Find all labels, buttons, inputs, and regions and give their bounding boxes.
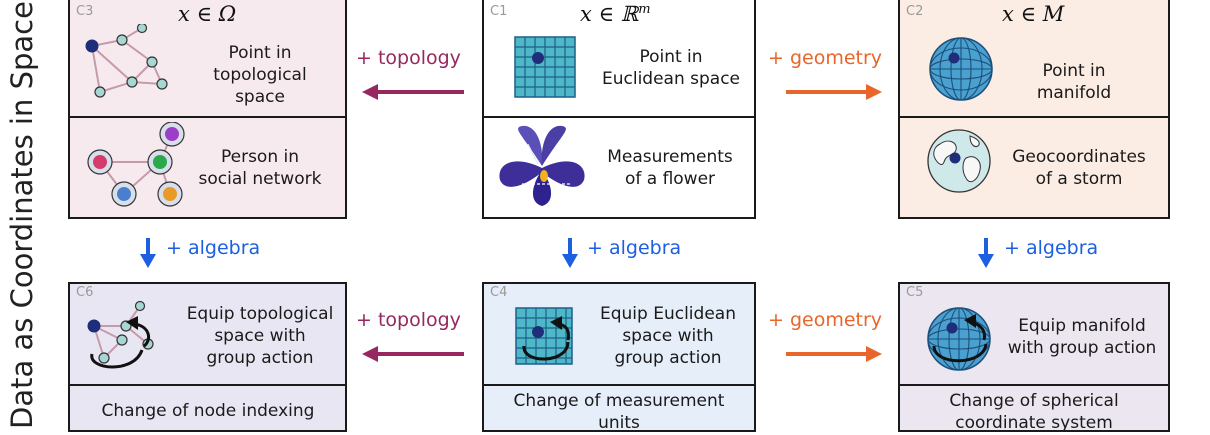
panel-c3: C3 x ∈ Ω Point in topological space Pers… bbox=[68, 0, 347, 219]
panel-c1: C1 x ∈ ℝm Point in Euclidean space Measu… bbox=[482, 0, 756, 219]
panel-bottom-label: Change of spherical coordinate system bbox=[949, 391, 1119, 433]
topology-label-bottom: + topology bbox=[356, 309, 461, 331]
panel-top-label: Point in Euclidean space bbox=[601, 47, 741, 89]
panel-bottom-label: Change of node indexing bbox=[101, 401, 315, 421]
arrow-left-topology-top bbox=[362, 84, 464, 100]
arrow-down-algebra-mid bbox=[562, 238, 578, 268]
panel-top-label: Equip topological space with group actio… bbox=[186, 304, 334, 368]
panel-top-label: Equip manifold with group action bbox=[1007, 316, 1157, 358]
topology-graph-icon bbox=[85, 24, 168, 98]
geometry-label-top: + geometry bbox=[768, 47, 883, 69]
panel-divider bbox=[900, 116, 1168, 118]
geometry-label-bottom: + geometry bbox=[768, 309, 883, 331]
panel-c5: C5 Equip manifold with group action Chan… bbox=[898, 282, 1170, 433]
arrow-left-topology-bottom bbox=[362, 346, 464, 362]
panel-tag: C6 bbox=[76, 285, 94, 300]
panel-bottom-label: Person in social network bbox=[198, 147, 322, 189]
panel-divider bbox=[70, 384, 345, 386]
panel-c6: C6 Equip topological space with group ac… bbox=[68, 282, 347, 432]
math-label: x ∈ Ω bbox=[178, 2, 237, 26]
topology-label-top: + topology bbox=[356, 47, 461, 69]
arrow-down-algebra-right bbox=[978, 238, 994, 268]
arrow-down-algebra-left bbox=[140, 238, 156, 268]
algebra-label-right: + algebra bbox=[1004, 237, 1099, 259]
panel-tag: C1 bbox=[490, 4, 508, 19]
algebra-label-mid: + algebra bbox=[587, 237, 682, 259]
panel-divider bbox=[484, 116, 754, 118]
topology-group-action-icon bbox=[87, 300, 154, 369]
globe-icon bbox=[927, 129, 991, 193]
panel-bottom-label: Geocoordinates of a storm bbox=[1012, 147, 1146, 189]
panel-c4: C4 Equip Euclidean space with group acti… bbox=[482, 282, 756, 433]
panel-divider bbox=[900, 384, 1168, 386]
sphere-grid-icon bbox=[929, 37, 993, 101]
panel-tag: C5 bbox=[906, 285, 924, 300]
manifold-group-action-icon bbox=[927, 307, 991, 371]
panel-divider bbox=[70, 116, 345, 118]
math-label: x ∈ M bbox=[1002, 2, 1065, 26]
panel-tag: C4 bbox=[490, 285, 508, 300]
social-network-icon bbox=[87, 122, 185, 207]
euclidean-grid-icon bbox=[514, 36, 576, 98]
panel-bottom-label: Measurements of a flower bbox=[607, 147, 733, 189]
arrow-right-geometry-bottom bbox=[786, 346, 882, 362]
math-label: x ∈ ℝm bbox=[580, 2, 651, 26]
algebra-label-left: + algebra bbox=[166, 237, 261, 259]
side-title: Data as Coordinates in Space bbox=[5, 1, 39, 429]
panel-c2: C2 x ∈ M Point in manifold Geocoordinate… bbox=[898, 0, 1170, 219]
panel-bottom-label: Change of measurement units bbox=[513, 391, 725, 433]
panel-top-label: Point in manifold bbox=[1036, 61, 1112, 103]
panel-divider bbox=[484, 384, 754, 386]
panel-tag: C2 bbox=[906, 4, 924, 19]
panel-top-label: Point in topological space bbox=[213, 43, 307, 107]
arrow-right-geometry-top bbox=[786, 84, 882, 100]
iris-flower-icon bbox=[499, 125, 585, 206]
panel-top-label: Equip Euclidean space with group action bbox=[600, 304, 736, 368]
panel-tag: C3 bbox=[76, 4, 94, 19]
euclidean-group-action-icon bbox=[515, 307, 573, 365]
